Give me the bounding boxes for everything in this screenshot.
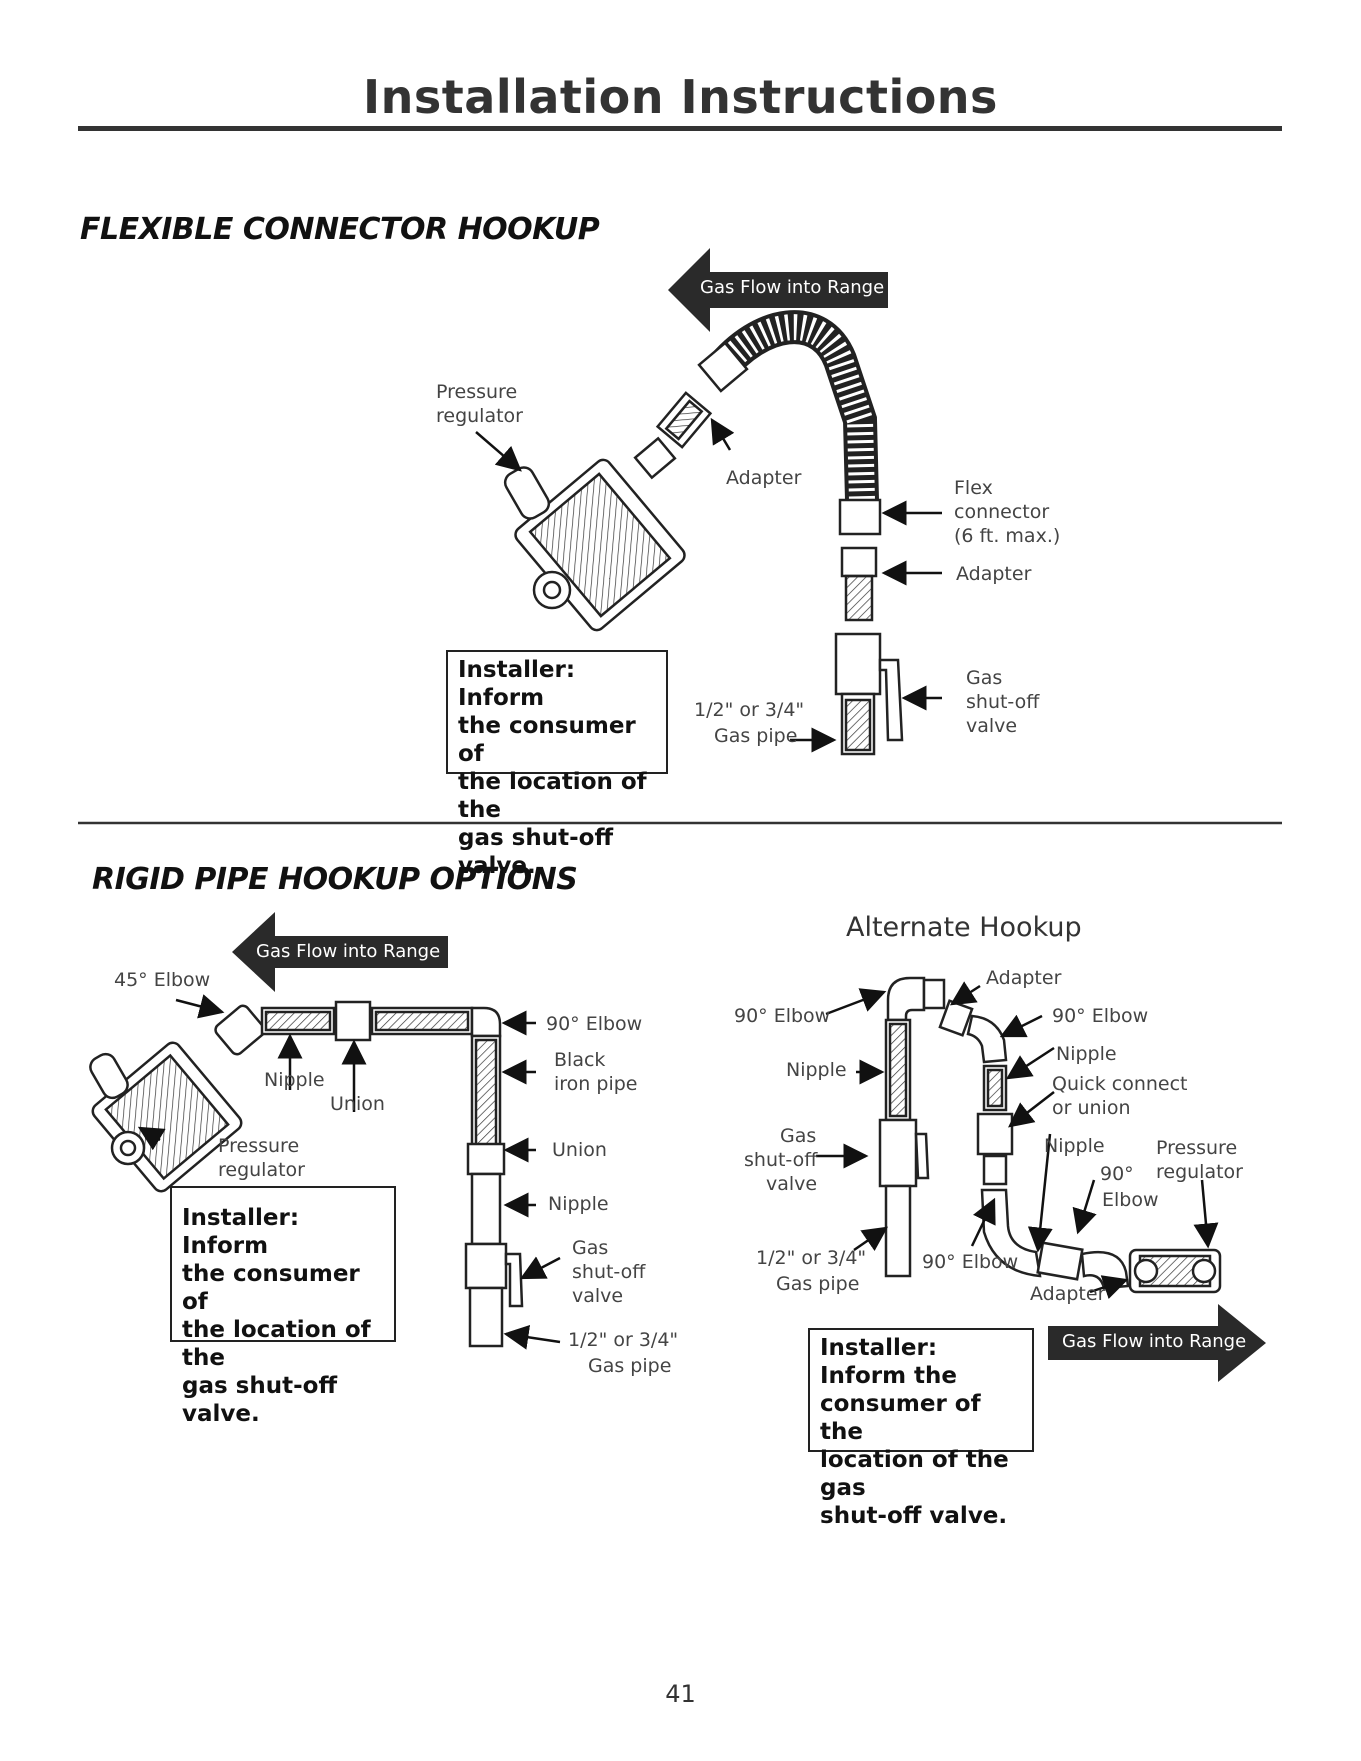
notice-line: the location of the (458, 769, 647, 823)
alt-label-elbow-bottom: 90° Elbow (922, 1251, 1019, 1273)
flex-label-regulator: regulator (436, 405, 523, 427)
rigid-label-pressure: Pressure (218, 1135, 300, 1157)
alt-pipe-icons (878, 976, 1222, 1294)
alt-label-pipe-size: 1/2" or 3/4" (756, 1247, 867, 1269)
flex-pressure-regulator-icon (503, 436, 686, 632)
rigid-label-nipple-top: Nipple (264, 1069, 325, 1091)
flex-label-shutoff: shut-off (966, 691, 1040, 713)
notice-line: the consumer of (458, 713, 636, 767)
alt-flow-label: Gas Flow into Range (1062, 1331, 1247, 1352)
rigid-pointers (137, 994, 561, 1350)
alt-flow-arrow (1048, 1304, 1266, 1382)
rigid-label-pipe-size: 1/2" or 3/4" (568, 1329, 679, 1351)
alt-label-valve: valve (766, 1173, 818, 1195)
flex-flow-label: Gas Flow into Range (700, 277, 885, 298)
alt-label-or-union: or union (1052, 1097, 1131, 1119)
flex-flow-arrow (668, 248, 888, 332)
alt-pointers (816, 981, 1219, 1299)
flex-label-6ft: (6 ft. max.) (954, 525, 1061, 547)
alt-label-elbow-left: 90° Elbow (734, 1005, 831, 1027)
rigid-label-45-elbow: 45° Elbow (114, 969, 211, 991)
page-title: Installation Instructions (363, 70, 998, 124)
notice-line: Installer: Inform the (820, 1335, 958, 1389)
flex-label-adapter-top: Adapter (726, 467, 802, 489)
rigid-pipe-run-icon (214, 1000, 524, 1348)
flex-label-gas: Gas (966, 667, 1003, 689)
flex-shutoff-valve-icon (834, 632, 904, 756)
rigid-label-iron-pipe: iron pipe (554, 1073, 638, 1095)
notice-line: Installer: Inform (182, 1205, 300, 1259)
alt-title: Alternate Hookup (846, 912, 1082, 943)
flex-label-pressure: Pressure (436, 381, 518, 403)
notice-line: shut-off valve. (820, 1503, 1008, 1529)
alt-label-adapter-bottom: Adapter (1030, 1283, 1106, 1305)
alt-label-quick-connect: Quick connect (1052, 1073, 1188, 1095)
flex-installer-notice: Installer: Inform the consumer of the lo… (446, 650, 668, 879)
alt-label-nipple-left: Nipple (786, 1059, 847, 1081)
header-rule (78, 126, 1282, 131)
flex-label-pipe-size: 1/2" or 3/4" (694, 699, 805, 721)
alt-label-elbow-lower: Elbow (1102, 1189, 1159, 1211)
alt-label-regulator: regulator (1156, 1161, 1243, 1183)
alt-installer-notice: Installer: Inform the consumer of the lo… (808, 1328, 1034, 1529)
notice-line: consumer of the (820, 1391, 981, 1445)
notice-line: location of the gas (820, 1447, 1009, 1501)
alt-label-gas: Gas (780, 1125, 817, 1147)
rigid-flow-arrow (232, 912, 448, 992)
alt-label-nipple-lower: Nipple (1044, 1135, 1105, 1157)
flex-label-valve: valve (966, 715, 1018, 737)
notice-line: gas shut-off valve. (458, 825, 614, 879)
alt-label-nipple-right: Nipple (1056, 1043, 1117, 1065)
notice-line: the location of the (182, 1317, 371, 1371)
rigid-label-shutoff: shut-off (572, 1261, 646, 1283)
alt-label-90: 90° (1100, 1163, 1134, 1185)
alt-label-adapter-top: Adapter (986, 967, 1062, 989)
notice-line: gas shut-off valve. (182, 1373, 338, 1427)
alt-label-pressure: Pressure (1156, 1137, 1238, 1159)
alt-label-shutoff: shut-off (744, 1149, 818, 1171)
flex-adapter-bottom-icon (840, 546, 878, 622)
flex-connector-icon (697, 310, 882, 536)
alt-label-elbow-right: 90° Elbow (1052, 1005, 1149, 1027)
rigid-label-gas-pipe: Gas pipe (588, 1355, 672, 1377)
notice-line: Installer: Inform (458, 657, 576, 711)
flexible-heading: FLEXIBLE CONNECTOR HOOKUP (80, 212, 600, 247)
rigid-label-black: Black (554, 1049, 606, 1071)
rigid-label-nipple: Nipple (548, 1193, 609, 1215)
rigid-label-union-top: Union (330, 1093, 385, 1115)
rigid-flow-label: Gas Flow into Range (256, 941, 441, 962)
rigid-label-regulator: regulator (218, 1159, 305, 1181)
page-number: 41 (665, 1680, 696, 1708)
rigid-label-valve: valve (572, 1285, 624, 1307)
rigid-heading: RIGID PIPE HOOKUP OPTIONS (92, 862, 578, 897)
rigid-label-gas: Gas (572, 1237, 609, 1259)
notice-line: the consumer of (182, 1261, 360, 1315)
flex-adapter-top-icon (655, 391, 713, 449)
flex-pointers (475, 417, 942, 753)
rigid-installer-notice: Installer: Inform the consumer of the lo… (170, 1186, 396, 1427)
flex-label-adapter-bottom: Adapter (956, 563, 1032, 585)
flex-label-connector: connector (954, 501, 1050, 523)
rigid-label-union: Union (552, 1139, 607, 1161)
flex-label-gas-pipe: Gas pipe (714, 725, 798, 747)
flex-label-flex: Flex (954, 477, 993, 499)
alt-label-gas-pipe: Gas pipe (776, 1273, 860, 1295)
rigid-pressure-regulator-icon (89, 1041, 243, 1193)
rigid-label-90-elbow: 90° Elbow (546, 1013, 643, 1035)
